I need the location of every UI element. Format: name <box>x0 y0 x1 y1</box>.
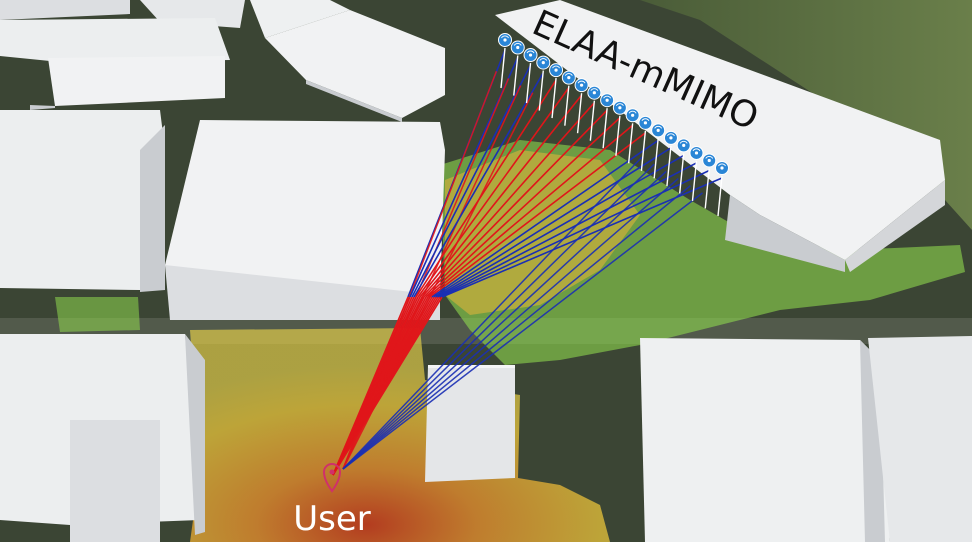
antenna-icon <box>677 139 690 152</box>
antenna-icon <box>601 94 614 107</box>
antenna-icon <box>499 34 512 47</box>
user-label: User <box>293 499 371 539</box>
antenna-icon <box>664 131 677 144</box>
antenna-icon <box>703 154 716 167</box>
antenna-icon <box>690 146 703 159</box>
antenna-icon <box>537 56 550 69</box>
antenna-icon <box>562 71 575 84</box>
antenna-icon <box>626 109 639 122</box>
antenna-icon <box>524 49 537 62</box>
antenna-icon <box>511 41 524 54</box>
antenna-icon <box>652 124 665 137</box>
antenna-icon <box>716 162 729 175</box>
coverage-left-strip <box>55 297 140 332</box>
user-antenna-icon <box>330 470 335 475</box>
antenna-icon <box>550 64 563 77</box>
antenna-icon <box>613 101 626 114</box>
antenna-icon <box>639 116 652 129</box>
antenna-icon <box>575 79 588 92</box>
antenna-icon <box>588 86 601 99</box>
